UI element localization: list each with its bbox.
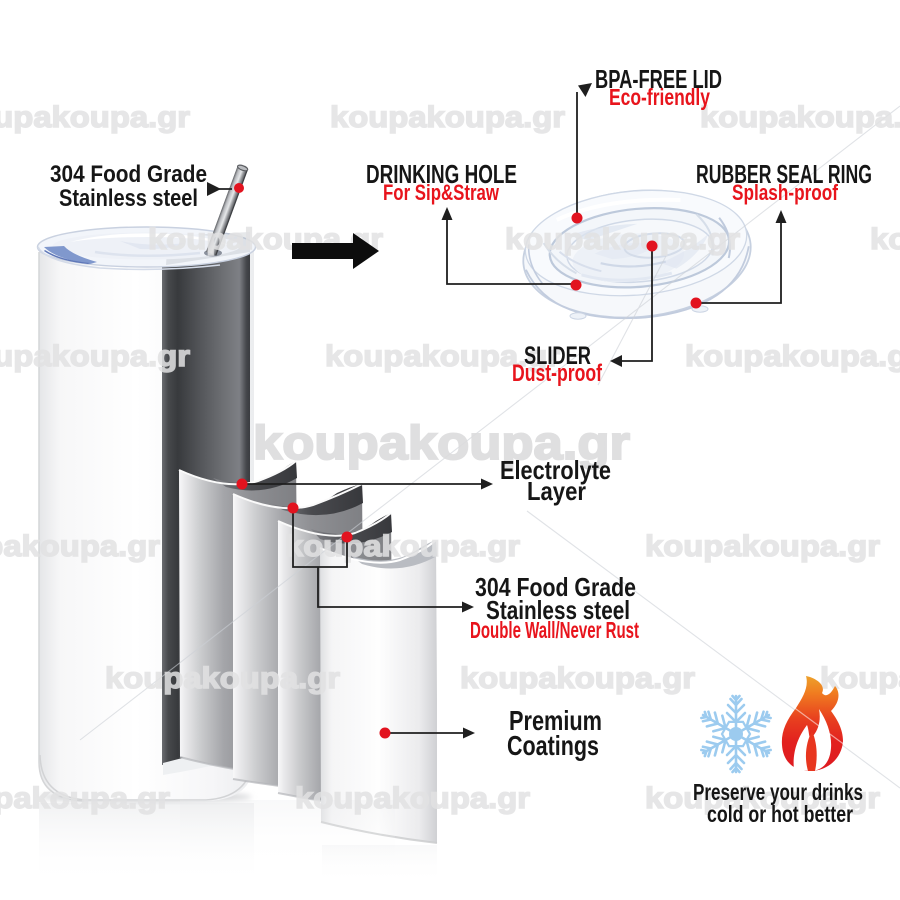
svg-text:RUBBER SEAL RING: RUBBER SEAL RING [696, 159, 872, 189]
svg-text:For Sip&Straw: For Sip&Straw [383, 180, 500, 205]
svg-text:koupakoupa.gr: koupakoupa.gr [330, 101, 565, 134]
svg-text:Preserve your drinks: Preserve your drinks [693, 779, 863, 805]
svg-text:koupakoupa.gr: koupakoupa.gr [820, 662, 900, 695]
svg-text:koupakoupa.gr: koupakoupa.gr [105, 662, 340, 695]
svg-text:Splash-proof: Splash-proof [732, 180, 839, 205]
svg-text:BPA-FREE LID: BPA-FREE LID [595, 64, 722, 94]
svg-text:koupakoupa.gr: koupakoupa.gr [0, 530, 160, 563]
svg-text:koupakoupa.gr: koupakoupa.gr [253, 416, 630, 469]
svg-text:cold or hot better: cold or hot better [707, 801, 853, 827]
svg-text:koupakoupa.gr: koupakoupa.gr [325, 340, 560, 373]
svg-text:koupakoupa.gr: koupakoupa.gr [685, 340, 900, 373]
svg-text:koupakoupa.gr: koupakoupa.gr [285, 530, 520, 563]
svg-text:Stainless steel: Stainless steel [59, 185, 198, 212]
svg-text:Layer: Layer [527, 476, 586, 506]
svg-text:koupakoupa.gr: koupakoupa.gr [0, 101, 190, 134]
svg-text:Premium: Premium [509, 705, 602, 736]
svg-text:304 Food Grade: 304 Food Grade [50, 161, 207, 188]
svg-text:koupakoupa.gr: koupakoupa.gr [700, 101, 900, 134]
svg-text:DRINKING HOLE: DRINKING HOLE [366, 159, 517, 189]
svg-text:Dust-proof: Dust-proof [512, 360, 603, 387]
svg-text:koupakoupa.gr: koupakoupa.gr [460, 662, 695, 695]
svg-text:Stainless steel: Stainless steel [486, 595, 630, 625]
svg-text:koupakoupa.gr: koupakoupa.gr [645, 530, 880, 563]
svg-text:Electrolyte: Electrolyte [500, 455, 611, 485]
svg-text:koupakoupa.gr: koupakoupa.gr [870, 223, 900, 256]
svg-text:koupakoupa.gr: koupakoupa.gr [505, 223, 740, 256]
svg-text:Double Wall/Never Rust: Double Wall/Never Rust [470, 617, 639, 643]
svg-text:304 Food Grade: 304 Food Grade [475, 572, 636, 602]
svg-text:Coatings: Coatings [507, 730, 599, 761]
svg-text:koupakoupa.gr: koupakoupa.gr [0, 340, 190, 373]
svg-text:koupakoupa.gr: koupakoupa.gr [295, 782, 530, 815]
svg-text:Eco-friendly: Eco-friendly [609, 84, 710, 110]
svg-text:koupakoupa.gr: koupakoupa.gr [645, 782, 880, 815]
svg-text:koupakoupa.gr: koupakoupa.gr [0, 782, 170, 815]
svg-text:SLIDER: SLIDER [524, 342, 591, 370]
